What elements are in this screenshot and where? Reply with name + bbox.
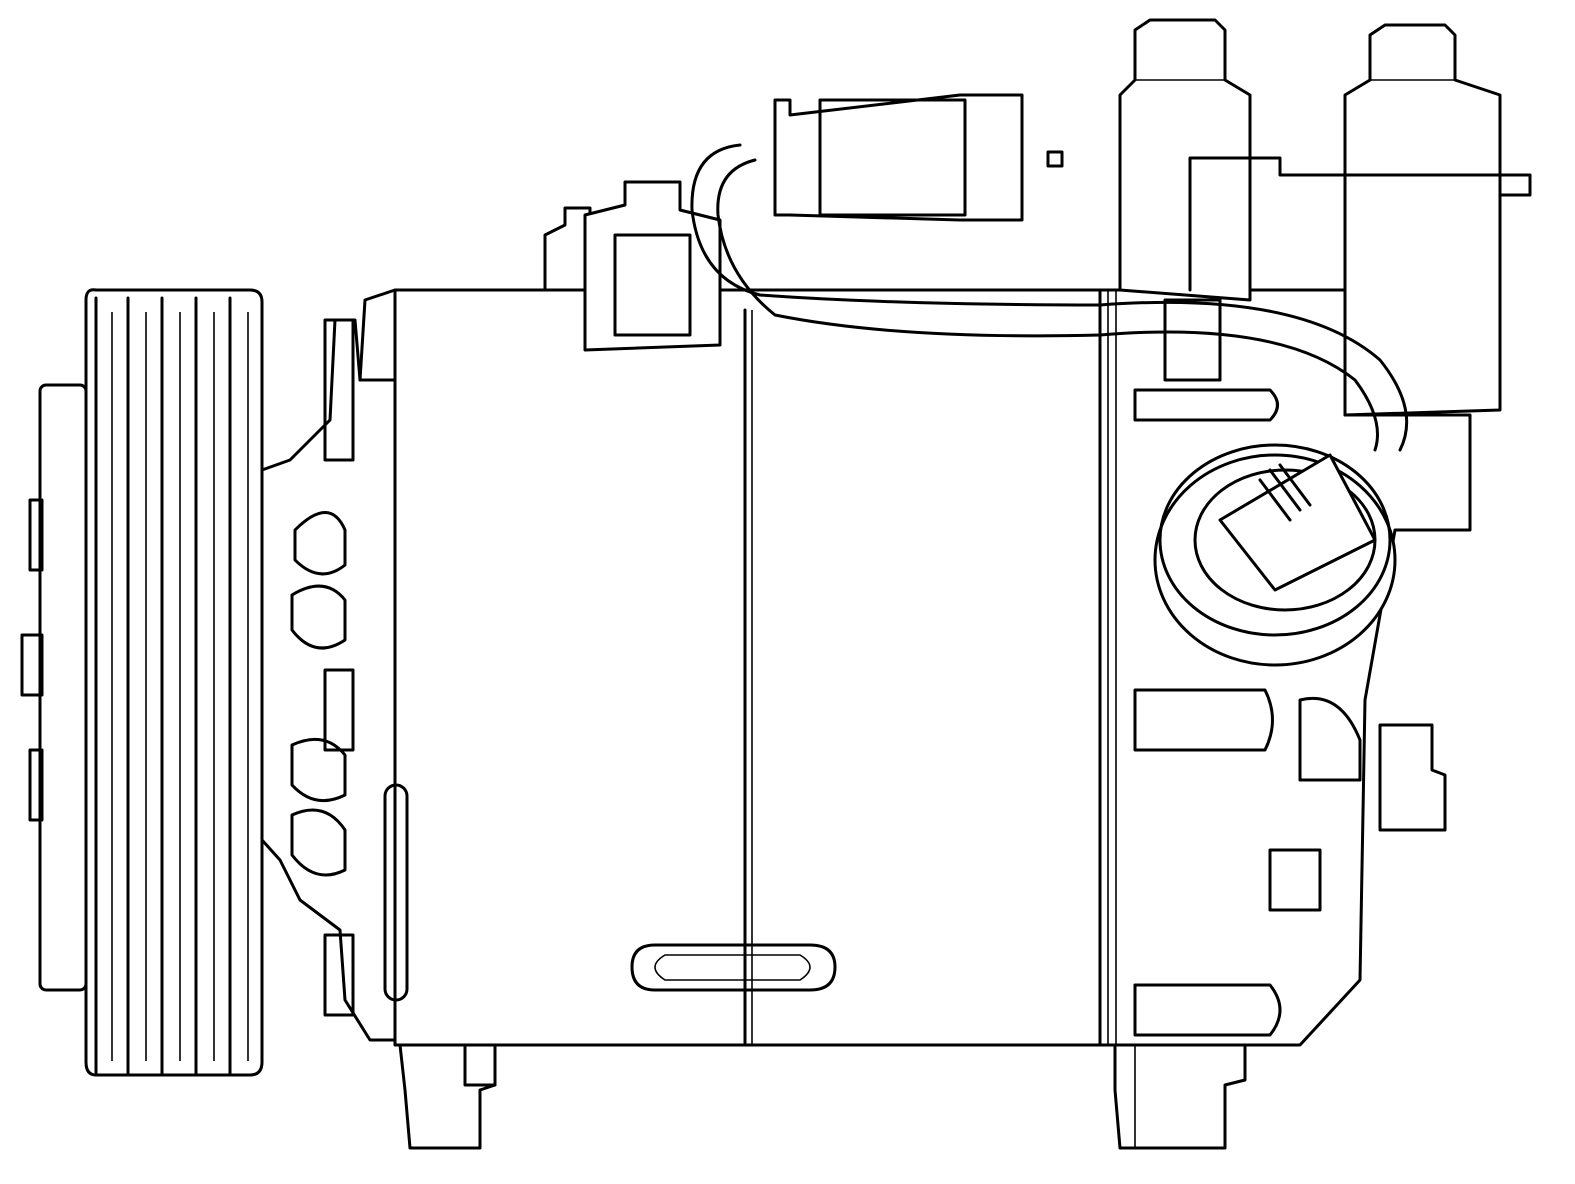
bottom-feet bbox=[398, 1038, 1247, 1150]
compressor-body bbox=[358, 288, 1102, 1047]
top-fittings bbox=[543, 18, 1532, 417]
pulley bbox=[84, 288, 264, 1077]
wiring-hose bbox=[690, 143, 1409, 452]
clutch-front-plate bbox=[260, 318, 397, 1042]
clutch-hub bbox=[20, 383, 88, 992]
rear-head bbox=[1098, 288, 1472, 1047]
